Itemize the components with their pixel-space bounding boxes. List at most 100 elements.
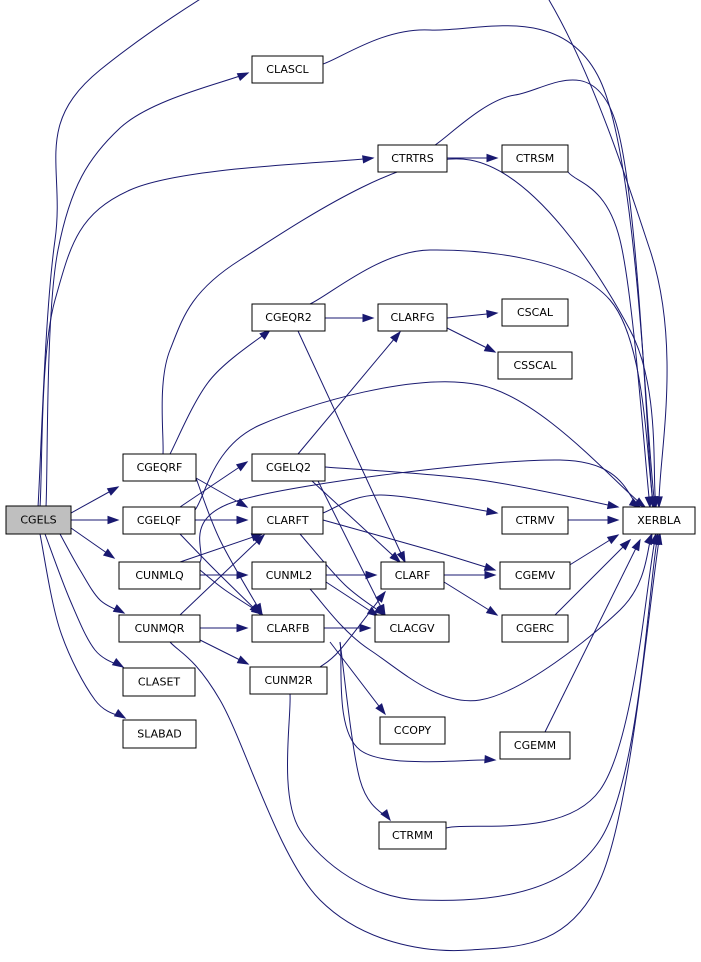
- node-clarfg-label: CLARFG: [390, 311, 434, 324]
- node-clarft[interactable]: CLARFT: [251, 506, 324, 535]
- nodes: CGELS CLASET SLABAD CLASCL CTRTRS CTRSM CGEQRF…: [5, 55, 696, 850]
- edge-cgelq2-to-clarfg: [297, 330, 401, 455]
- edge-cgels-to-cgeqrf: [70, 486, 120, 514]
- edge-clarf-to-cgerc: [443, 581, 499, 616]
- node-cgemv-label: CGEMV: [515, 569, 556, 582]
- edge-cgels-to-cunmqr: [59, 533, 126, 614]
- node-ctrmm-label: CTRMM: [392, 829, 433, 842]
- node-claset-label: CLASET: [138, 676, 181, 689]
- edge-cunmqr-to-cunm2r: [199, 639, 250, 665]
- node-clarf[interactable]: CLARF: [380, 561, 445, 590]
- edge-cgels-to-xerbla: [37, 0, 668, 509]
- edge-cgels-to-cunmlq: [70, 527, 116, 559]
- node-cunmqr[interactable]: CUNMQR: [118, 614, 201, 643]
- node-xerbla[interactable]: XERBLA: [622, 506, 696, 535]
- node-cgeqr2[interactable]: CGEQR2: [251, 303, 326, 332]
- node-cgeqr2-label: CGEQR2: [265, 311, 311, 324]
- edge-cgelq2-to-xerbla: [324, 466, 620, 510]
- node-slabad-label: SLABAD: [137, 728, 181, 741]
- node-cunmlq-label: CUNMLQ: [135, 569, 184, 582]
- edges: [37, 0, 668, 951]
- edge-cgelqf-to-clarft: [195, 515, 249, 525]
- node-cgemm-label: CGEMM: [514, 739, 556, 752]
- edge-clarfb-to-ctrmm: [339, 641, 391, 822]
- edge-cgels-to-clascl: [45, 72, 250, 508]
- edge-cunm2r-to-xerbla: [287, 532, 661, 901]
- node-cgemv[interactable]: CGEMV: [499, 561, 571, 590]
- edge-cgeqr2-to-xerbla: [309, 249, 656, 509]
- edge-cunmqr-to-clarfb: [200, 623, 249, 633]
- node-cgerc[interactable]: CGERC: [501, 614, 569, 643]
- edge-cgelqf-to-xerbla: [194, 381, 647, 511]
- node-cgels-label: CGELS: [20, 514, 56, 527]
- node-cscal[interactable]: CSCAL: [501, 298, 569, 327]
- node-csscal[interactable]: CSSCAL: [497, 351, 573, 380]
- edge-cgerc-to-xerbla: [554, 538, 632, 616]
- node-cscal-label: CSCAL: [517, 306, 554, 319]
- edge-clarfb-to-ccopy: [329, 641, 386, 716]
- node-slabad[interactable]: SLABAD: [122, 719, 197, 749]
- edge-cgels-to-cgelqf: [71, 515, 120, 525]
- edge-cgelq2-to-clarf: [311, 480, 402, 564]
- node-ctrtrs[interactable]: CTRTRS: [377, 144, 448, 173]
- edge-ctrmv-to-xerbla: [568, 515, 620, 525]
- node-clascl[interactable]: CLASCL: [251, 55, 324, 84]
- node-clarf-label: CLARF: [395, 569, 431, 582]
- node-cgelq2[interactable]: CGELQ2: [251, 453, 326, 482]
- edge-ctrtrs-to-ctrsm: [447, 153, 499, 163]
- node-cunml2-label: CUNML2: [266, 569, 313, 582]
- node-cgemm[interactable]: CGEMM: [499, 731, 571, 760]
- edge-clarft-to-cgemv: [322, 519, 497, 571]
- node-clascl-label: CLASCL: [266, 63, 309, 76]
- node-clacgv[interactable]: CLACGV: [374, 614, 450, 643]
- edge-cgemm-to-xerbla: [544, 538, 641, 733]
- edge-cgeqr2-to-clarfg: [325, 313, 375, 323]
- edge-ctrsm-to-xerbla: [567, 171, 654, 509]
- edge-cgelq2-to-clacgv: [317, 480, 386, 617]
- node-claset[interactable]: CLASET: [122, 667, 196, 697]
- node-ccopy[interactable]: CCOPY: [379, 716, 446, 745]
- node-cgeqrf-label: CGEQRF: [137, 461, 183, 474]
- node-cgelqf[interactable]: CGELQF: [122, 506, 196, 535]
- node-cgels[interactable]: CGELS: [5, 505, 72, 535]
- node-cunml2[interactable]: CUNML2: [251, 561, 327, 590]
- edge-clarf-to-cgemv: [444, 570, 497, 580]
- node-cunmqr-label: CUNMQR: [135, 622, 185, 635]
- edge-cgels-to-slabad: [39, 533, 127, 719]
- edge-clarfg-to-csscal: [446, 327, 497, 353]
- edge-clarfb-to-clacgv: [324, 623, 372, 633]
- node-clarfb[interactable]: CLARFB: [251, 614, 325, 643]
- edge-clarfg-to-cscal: [446, 309, 499, 319]
- edge-cunml2-to-clarf: [326, 570, 378, 580]
- node-ctrmv-label: CTRMV: [515, 514, 555, 527]
- node-ctrmm[interactable]: CTRMM: [378, 821, 447, 850]
- node-clarfb-label: CLARFB: [266, 622, 309, 635]
- node-ctrsm[interactable]: CTRSM: [501, 144, 569, 173]
- node-cunmlq[interactable]: CUNMLQ: [118, 561, 201, 590]
- edge-cgelqf-to-cgelq2: [179, 461, 249, 508]
- node-clarft-label: CLARFT: [266, 514, 308, 527]
- edge-ctrmm-to-xerbla: [445, 532, 658, 829]
- edge-cunmlq-to-cunml2: [200, 570, 249, 580]
- edge-cunmlq-to-clarfb: [199, 569, 264, 615]
- edge-cunml2-to-clacgv: [325, 581, 380, 617]
- node-cgelqf-label: CGELQF: [137, 514, 181, 527]
- node-clacgv-label: CLACGV: [389, 622, 435, 635]
- node-cgeqrf[interactable]: CGEQRF: [122, 453, 197, 482]
- node-xerbla-label: XERBLA: [637, 514, 681, 527]
- edge-cunm2r-to-clarf: [319, 590, 386, 668]
- node-cunm2r-label: CUNM2R: [264, 674, 312, 687]
- node-cunm2r[interactable]: CUNM2R: [249, 666, 328, 695]
- node-csscal-label: CSSCAL: [514, 359, 558, 372]
- node-cgerc-label: CGERC: [516, 622, 554, 635]
- node-clarfg[interactable]: CLARFG: [377, 303, 448, 332]
- edge-cgeqrf-to-xerbla: [161, 158, 659, 509]
- node-ctrmv[interactable]: CTRMV: [501, 506, 569, 535]
- node-cgelq2-label: CGELQ2: [266, 461, 311, 474]
- edge-ctrtrs-to-xerbla: [434, 79, 657, 509]
- edge-cgeqrf-to-clarft: [195, 477, 249, 508]
- node-ctrtrs-label: CTRTRS: [391, 152, 434, 165]
- edge-clarfb-to-cgemm: [339, 641, 497, 764]
- edge-cgemv-to-xerbla: [567, 534, 620, 567]
